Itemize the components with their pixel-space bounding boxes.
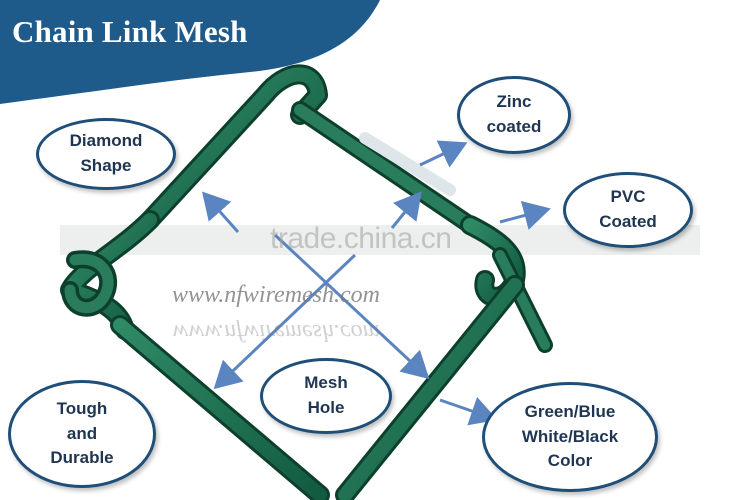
watermark-url-reflection: www.nfwiremesh.com bbox=[172, 319, 380, 345]
watermark-url: www.nfwiremesh.com bbox=[172, 282, 380, 308]
title-banner bbox=[0, 0, 380, 104]
watermark-trade-china: trade.china.cn bbox=[270, 222, 452, 255]
wire-mesh bbox=[60, 64, 553, 500]
page-title: Chain Link Mesh bbox=[12, 14, 248, 49]
callout-arrows bbox=[202, 140, 551, 426]
